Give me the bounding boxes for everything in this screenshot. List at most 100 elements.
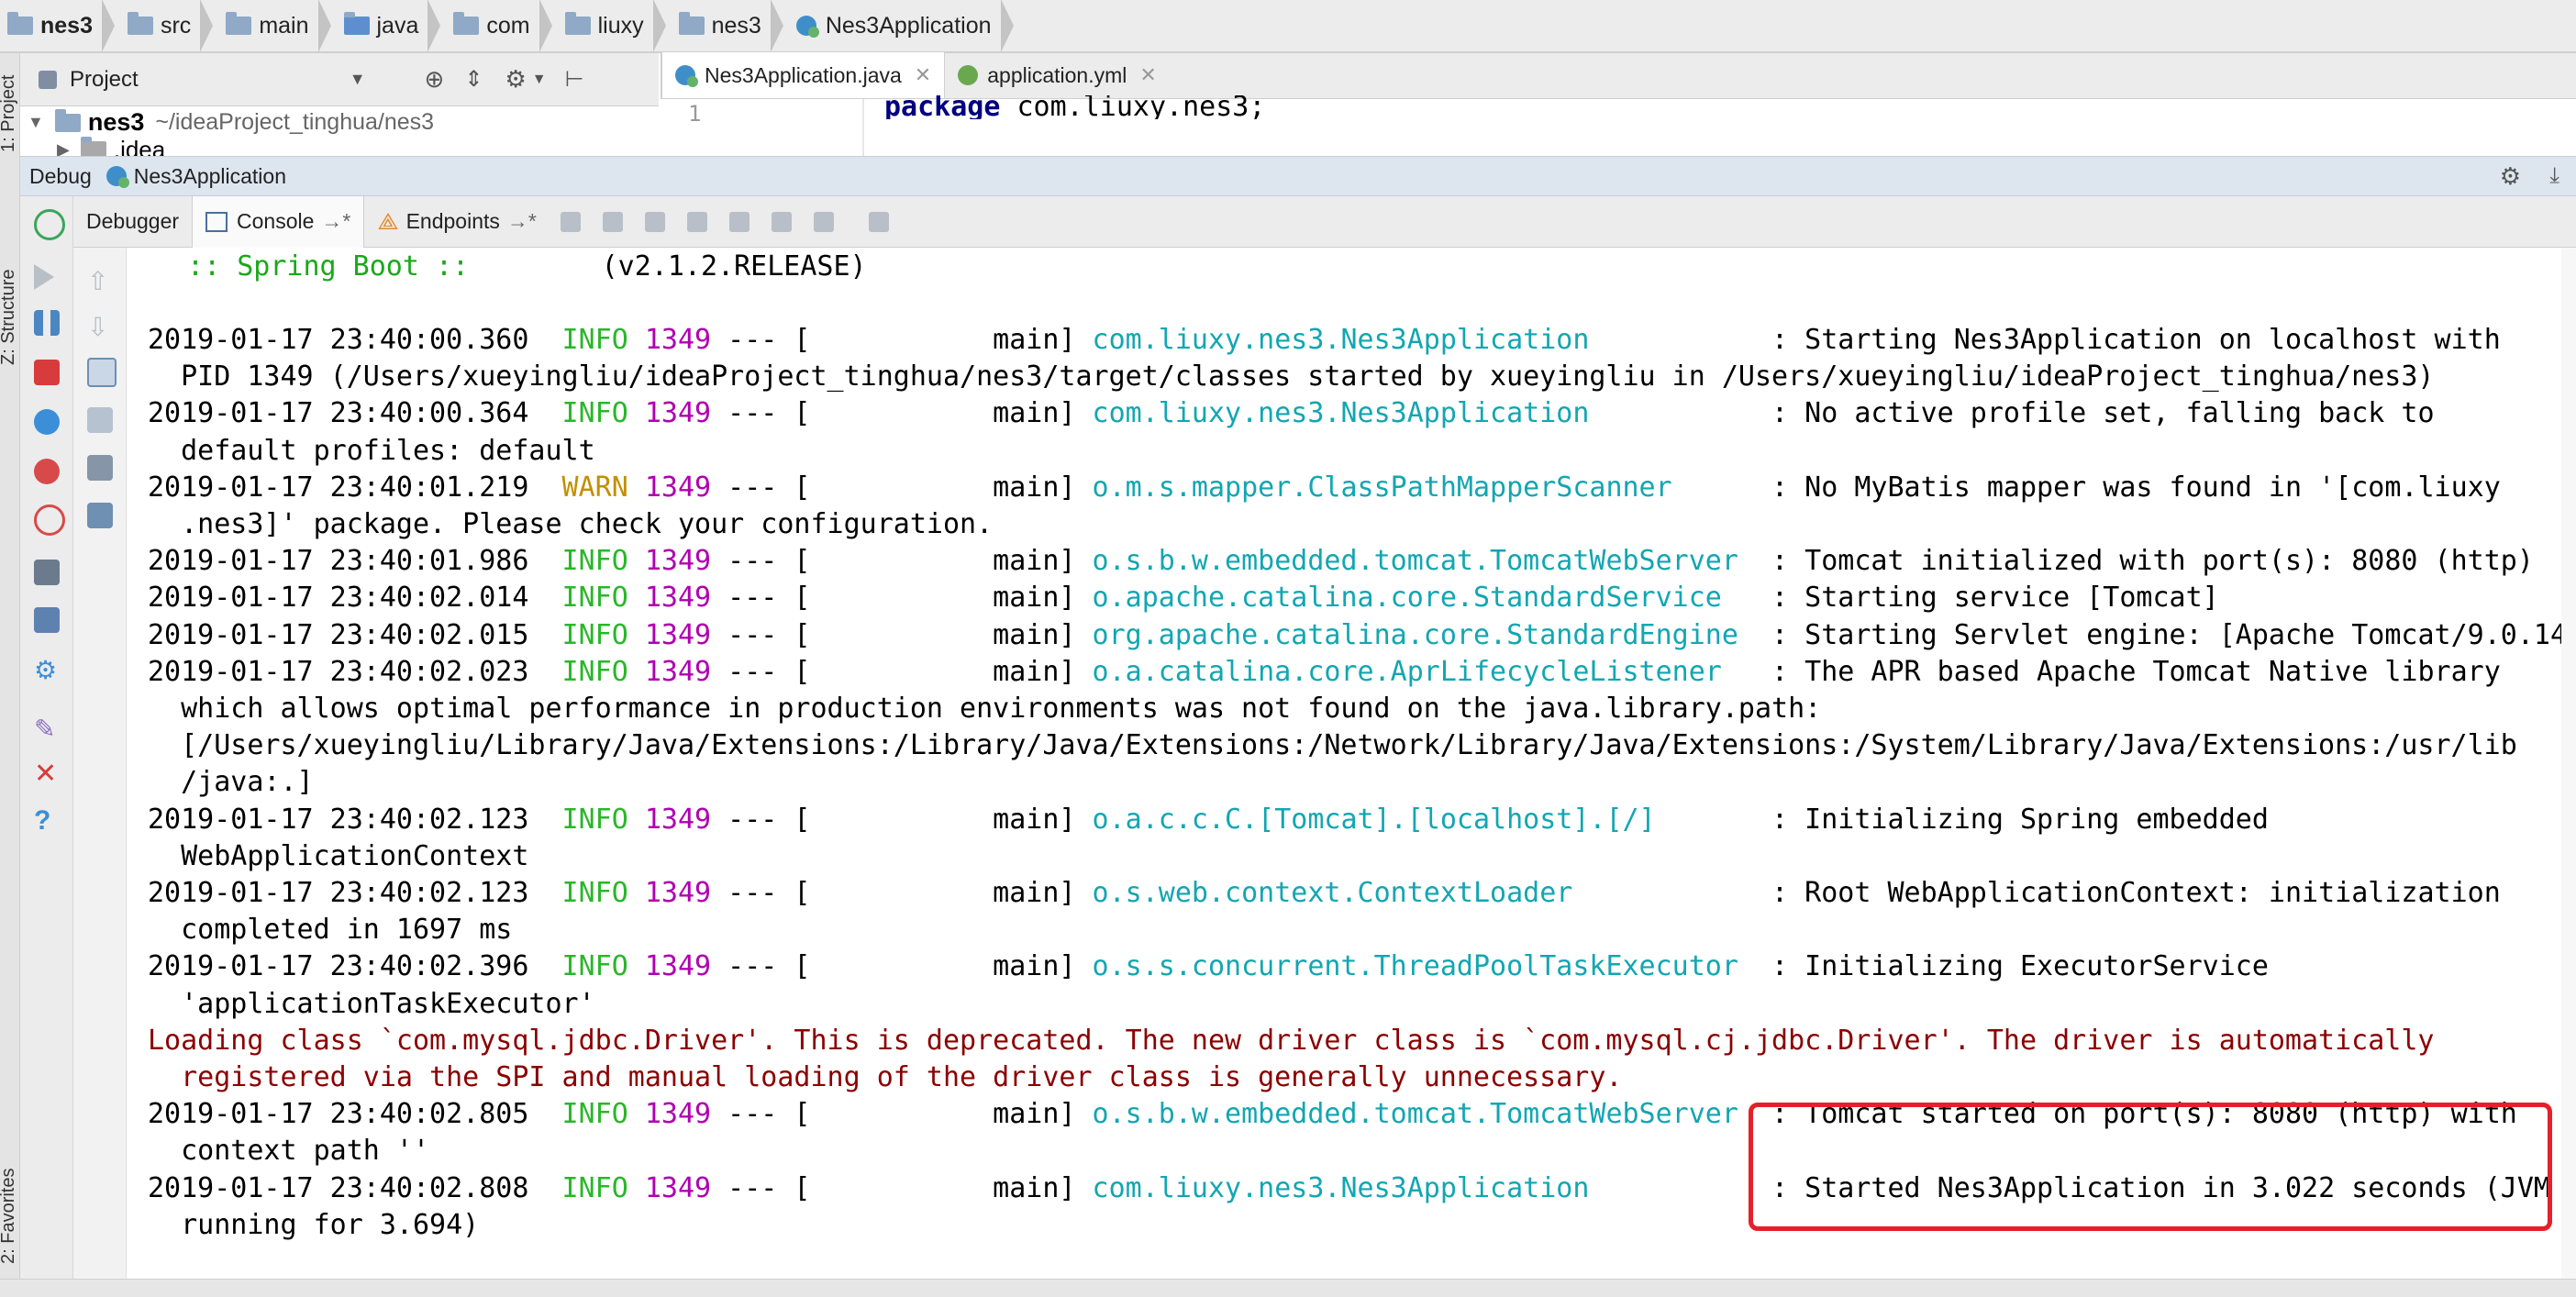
console-logger-text: o.m.s.mapper.ClassPathMapperScanner: [1092, 471, 1755, 504]
console-text: [628, 804, 645, 836]
favorites-tool-tab[interactable]: 2: Favorites: [0, 1168, 18, 1264]
gear-icon[interactable]: ⚙: [2499, 161, 2521, 190]
highlight-annotation-box: [1749, 1103, 2552, 1231]
console-pid-text: 1349: [644, 803, 712, 836]
breakpoints-icon[interactable]: [34, 459, 60, 484]
tree-root-item[interactable]: ▼ nes3 ~/ideaProject_tinghua/nes3: [28, 108, 435, 136]
breadcrumb-item-main[interactable]: main: [218, 0, 336, 52]
chevron-down-icon[interactable]: ▼: [531, 71, 547, 87]
drop-frame-icon[interactable]: [771, 211, 792, 232]
console-text: [628, 950, 645, 982]
hide-icon[interactable]: ⤓: [2549, 163, 2559, 188]
console-logger-text: o.a.catalina.core.AprLifecycleListener: [1092, 655, 1755, 688]
editor-tab-bar: Nes3Application.java ✕ application.yml ✕: [661, 51, 2576, 99]
project-tool-tab[interactable]: 1: Project: [0, 74, 18, 152]
down-arrow-icon[interactable]: ⇩: [87, 313, 109, 341]
evaluate-icon[interactable]: [868, 211, 889, 232]
force-step-into-icon[interactable]: [686, 211, 707, 232]
breadcrumb-item-project[interactable]: nes3: [0, 0, 120, 52]
console-info-text: INFO: [561, 1098, 628, 1131]
tab-endpoints[interactable]: ⟁ Endpoints →*: [377, 206, 537, 235]
console-scrollbar[interactable]: [2561, 248, 2576, 1279]
editor-tab-nes3application[interactable]: Nes3Application.java ✕: [661, 51, 946, 98]
console-text: [628, 324, 645, 356]
console-info-text: INFO: [561, 655, 628, 688]
editor-area[interactable]: 1 package com.liuxy.nes3;: [661, 95, 2576, 156]
collapse-all-icon[interactable]: ⇕: [464, 67, 483, 92]
console-info-text: INFO: [561, 545, 628, 578]
run-to-cursor-icon[interactable]: [813, 211, 834, 232]
console-pid-text: 1349: [644, 471, 712, 504]
console-text: 2019-01-17 23:40:01.986: [148, 545, 562, 578]
console-text: 2019-01-17 23:40:02.808: [148, 1171, 562, 1204]
console-line: /java:.]: [148, 766, 314, 799]
package-icon: [564, 12, 591, 35]
folder-icon: [127, 12, 153, 35]
breadcrumb-item-class[interactable]: Nes3Application: [789, 0, 1019, 52]
gear-icon[interactable]: ⚙: [505, 65, 527, 93]
console-text: [628, 656, 645, 688]
console-pid-text: 1349: [644, 545, 712, 578]
help-icon[interactable]: ?: [34, 805, 51, 836]
console-line: 2019-01-17 23:40:02.015 INFO 1349 --- [ …: [148, 619, 2576, 652]
scroll-to-end-icon[interactable]: [87, 407, 113, 433]
breadcrumb-item-nes3[interactable]: nes3: [672, 0, 789, 52]
breadcrumb: nes3 src main java com liuxy nes3 Nes3Ap…: [0, 0, 2576, 53]
console-line: 2019-01-17 23:40:02.014 INFO 1349 --- [ …: [148, 582, 2219, 615]
breadcrumb-item-java[interactable]: java: [337, 0, 447, 52]
console-text: (v2.1.2.RELEASE): [469, 249, 867, 283]
locate-icon[interactable]: ⊕: [424, 65, 445, 93]
expand-arrow-icon[interactable]: ▼: [28, 113, 44, 131]
run-config-name[interactable]: Nes3Application: [133, 163, 286, 188]
console-text: : Initializing ExecutorService: [1755, 950, 2269, 983]
mute-breakpoints-icon[interactable]: [34, 504, 65, 536]
console-line: registered via the SPI and manual loadin…: [148, 1061, 1622, 1094]
step-into-icon[interactable]: [644, 211, 665, 232]
view-breakpoints-icon[interactable]: [34, 409, 60, 435]
tab-debugger[interactable]: Debugger: [86, 209, 180, 233]
code-line[interactable]: package com.liuxy.nes3;: [884, 95, 1266, 119]
rerun-icon[interactable]: [34, 209, 65, 240]
breadcrumb-item-liuxy[interactable]: liuxy: [558, 0, 672, 52]
pin-arrow-icon: →*: [321, 209, 351, 233]
structure-tool-tab[interactable]: Z: Structure: [0, 269, 18, 365]
pause-icon[interactable]: [34, 310, 60, 336]
trash-icon[interactable]: [87, 503, 113, 528]
chevron-down-icon[interactable]: ▼: [349, 70, 366, 88]
tab-console[interactable]: Console →*: [192, 195, 365, 248]
console-err-text: registered via the SPI and manual loadin…: [148, 1061, 1623, 1093]
soft-wrap-icon[interactable]: [87, 358, 117, 387]
console-text: : Starting Nes3Application on localhost …: [1755, 324, 2501, 356]
stop-icon[interactable]: [34, 360, 60, 385]
console-line: Loading class `com.mysql.jdbc.Driver'. T…: [148, 1025, 2435, 1058]
console-text: : The APR based Apache Tomcat Native lib…: [1755, 655, 2501, 688]
console-pid-text: 1349: [644, 1098, 712, 1131]
debug-tab-bar: Debugger Console →* ⟁ Endpoints →*: [73, 195, 2576, 248]
restore-layout-icon[interactable]: [34, 607, 60, 633]
get-thread-dump-icon[interactable]: [34, 560, 60, 585]
print-icon[interactable]: [87, 455, 113, 481]
step-out-icon[interactable]: [728, 211, 749, 232]
breadcrumb-item-src[interactable]: src: [120, 0, 218, 52]
up-arrow-icon[interactable]: ⇧: [87, 267, 109, 295]
console-info-text: INFO: [561, 1171, 628, 1204]
module-folder-icon: [54, 108, 81, 132]
console-text: --- [ main]: [711, 324, 1093, 356]
console-output[interactable]: \\/ ___)| |_)| | | | | || (_| | ) ) ) ) …: [127, 248, 2576, 1279]
collapse-arrow-icon[interactable]: ▶: [57, 140, 70, 159]
show-execution-point-icon[interactable]: [560, 211, 581, 232]
close-icon[interactable]: ✕: [1139, 63, 1157, 86]
step-over-icon[interactable]: [602, 211, 623, 232]
close-icon[interactable]: ✕: [34, 759, 58, 789]
close-icon[interactable]: ✕: [914, 63, 932, 86]
console-text: [628, 1098, 645, 1130]
breadcrumb-item-com[interactable]: com: [446, 0, 557, 52]
project-panel-title[interactable]: Project: [70, 66, 139, 92]
console-info-text: INFO: [561, 877, 628, 909]
hide-panel-icon[interactable]: ⊢: [564, 67, 584, 92]
pin-icon[interactable]: ✎: [34, 715, 56, 743]
console-pid-text: 1349: [644, 1171, 712, 1204]
gear-icon[interactable]: ⚙: [34, 656, 58, 684]
editor-tab-application-yml[interactable]: application.yml ✕: [945, 52, 1170, 98]
resume-icon[interactable]: [34, 264, 54, 290]
